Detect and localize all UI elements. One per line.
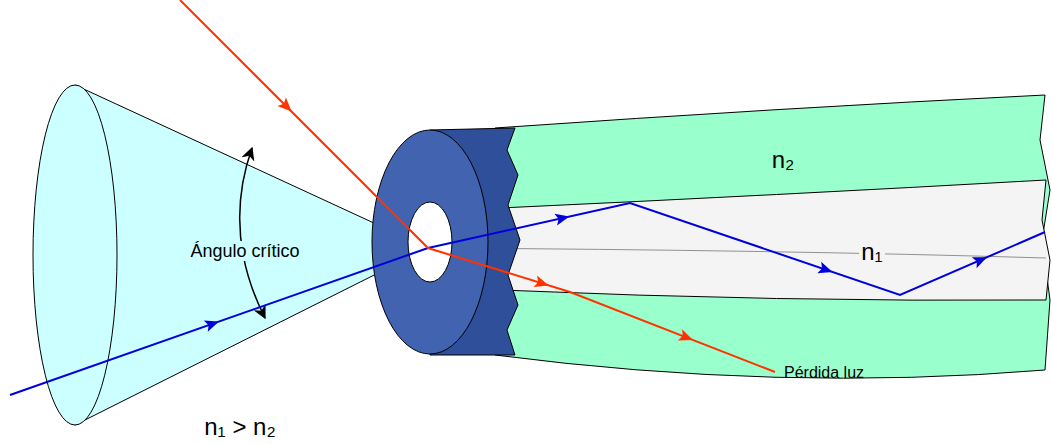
lost-ray <box>180 0 775 372</box>
fiber-cladding <box>495 95 1050 378</box>
core-opening <box>408 202 452 282</box>
index-label: n₁ <box>859 238 884 266</box>
arrowhead <box>678 329 693 340</box>
angle-label: Ángulo crítico <box>188 241 301 262</box>
fiber-axis <box>430 248 1046 258</box>
ray-arrowheads <box>204 97 987 340</box>
fiber-core <box>500 180 1050 300</box>
guided-ray <box>10 203 1045 395</box>
arrowhead <box>817 262 832 273</box>
arrowhead <box>554 214 569 226</box>
connector-face <box>372 130 488 354</box>
condition-label: n₁ > n₂ <box>202 413 277 441</box>
angle-arc <box>240 148 265 318</box>
arrowhead <box>204 320 219 331</box>
cone-base <box>33 85 117 425</box>
arrowhead <box>972 257 987 268</box>
arrowhead <box>277 97 291 111</box>
loss-label: Pérdida luz <box>782 364 866 382</box>
arrowhead <box>534 276 549 287</box>
index-label: n₂ <box>770 146 797 174</box>
